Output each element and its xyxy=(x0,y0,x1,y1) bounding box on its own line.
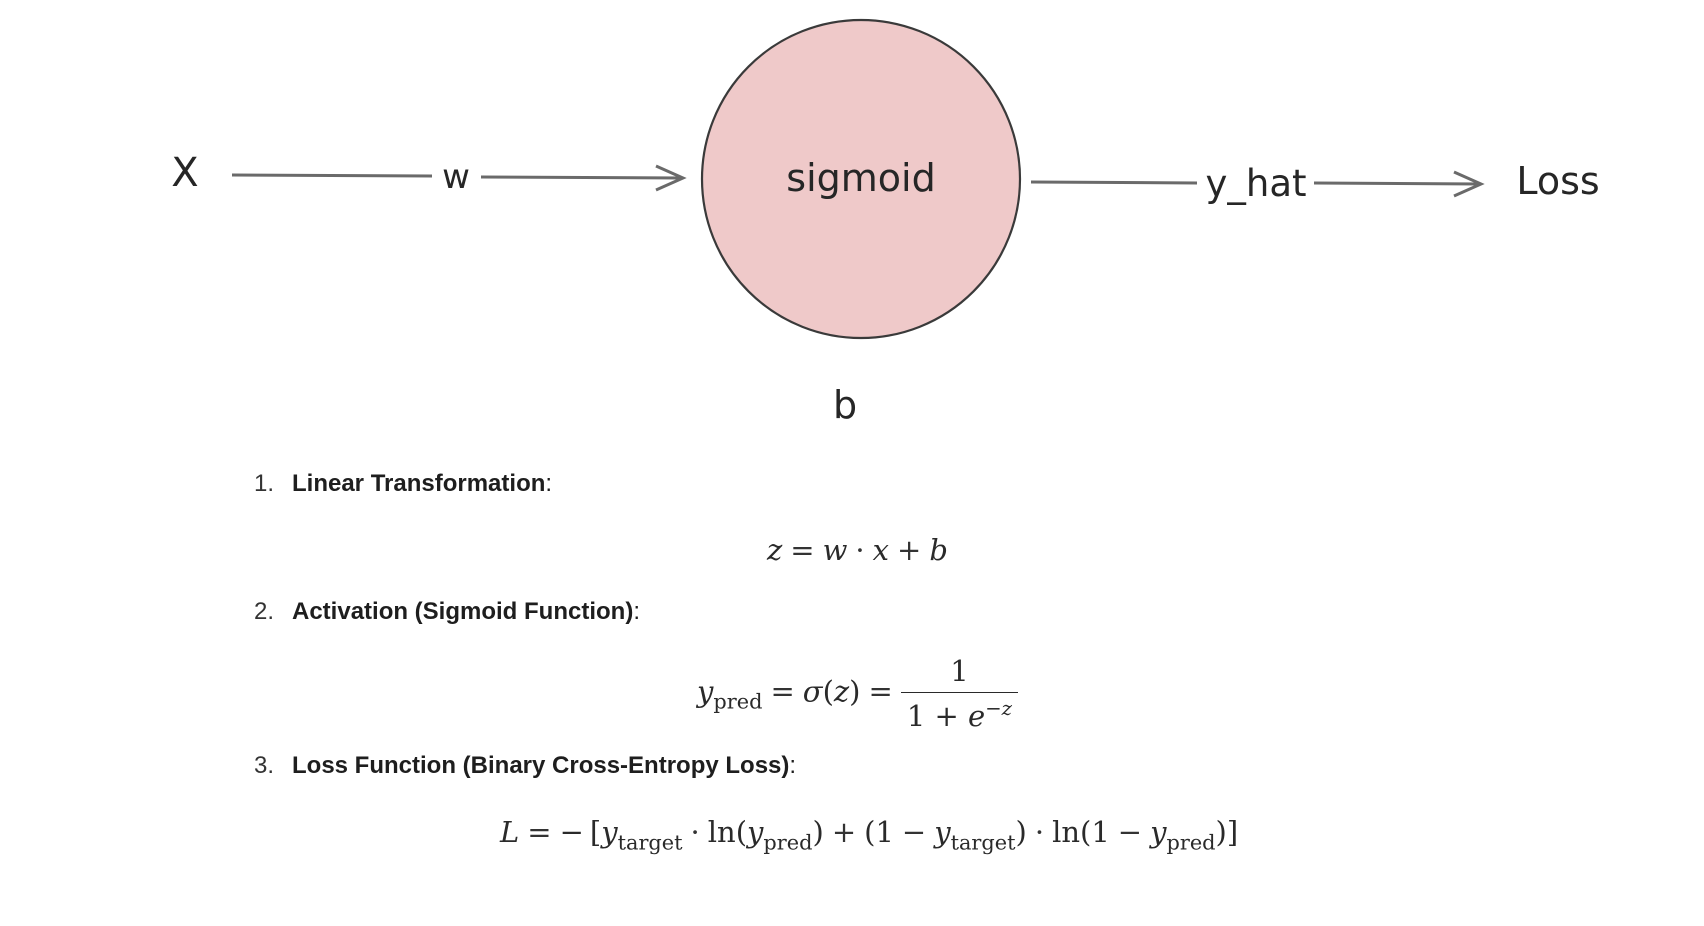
loss-label: Loss xyxy=(1516,159,1599,203)
weight-label: w xyxy=(442,157,470,197)
sigmoid-node xyxy=(700,18,1022,340)
linear-formula: z=w·x+b xyxy=(767,533,948,567)
node-label: sigmoid xyxy=(786,156,935,200)
step-title: Linear Transformation xyxy=(292,470,546,497)
step-number: 1. xyxy=(254,470,275,497)
loss-formula: L=−[ytarget·ln(ypred)+(1−ytarget)·ln(1−y… xyxy=(500,815,1239,855)
input-label: X xyxy=(171,150,198,196)
weight-arrowhead xyxy=(655,164,687,192)
neuron-diagram: X w sigmoid y_hat Loss b xyxy=(171,18,1600,427)
step-2-label: 2. Activation (Sigmoid Function): xyxy=(254,598,640,626)
weight-edge xyxy=(480,175,683,180)
step-colon: : xyxy=(789,752,797,779)
bias-label: b xyxy=(833,383,857,427)
input-edge xyxy=(231,173,433,178)
step-number: 2. xyxy=(254,598,275,625)
step-number: 3. xyxy=(254,752,275,779)
step-colon: : xyxy=(633,598,640,625)
loss-edge xyxy=(1313,181,1481,186)
output-label: y_hat xyxy=(1205,162,1306,205)
step-title: Loss Function (Binary Cross-Entropy Loss… xyxy=(292,752,790,779)
step-title: Activation (Sigmoid Function) xyxy=(292,598,634,625)
step-colon: : xyxy=(545,470,553,497)
step-1-label: 1. Linear Transformation: xyxy=(254,470,552,498)
output-edge xyxy=(1030,180,1198,185)
step-3-label: 3. Loss Function (Binary Cross-Entropy Lo… xyxy=(254,752,796,780)
loss-arrowhead xyxy=(1453,170,1485,198)
